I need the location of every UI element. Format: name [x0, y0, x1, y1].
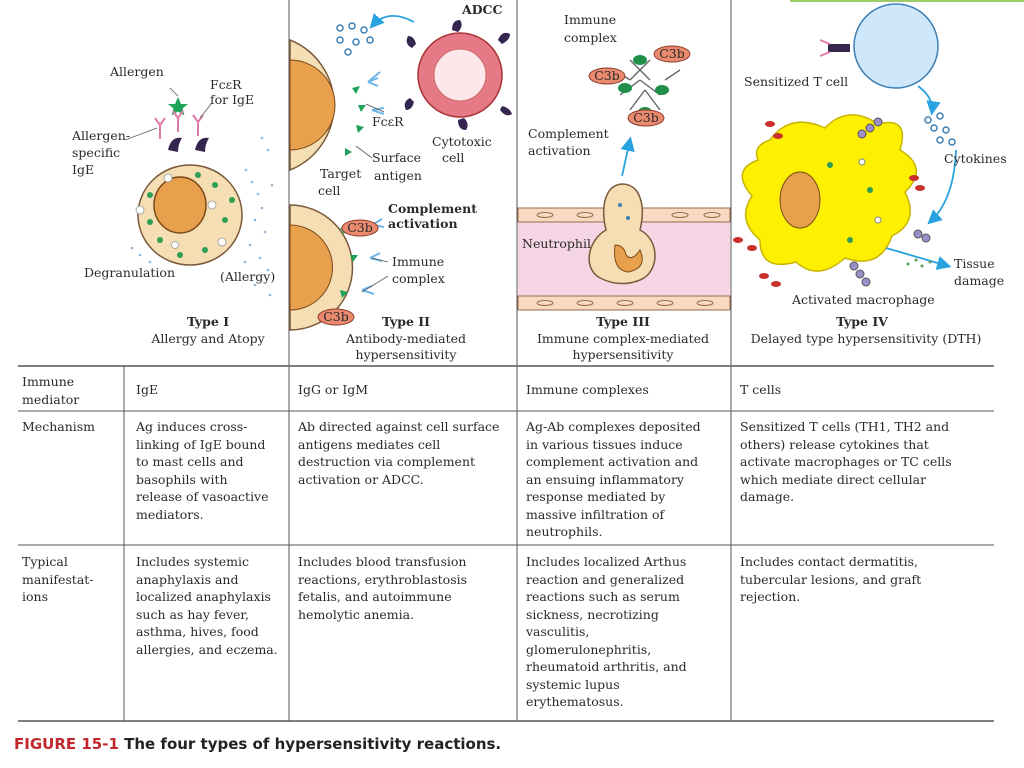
type4-panel: Sensitized T cell Cytokines Tissue damag… — [733, 3, 1007, 346]
degranulation-dots — [130, 136, 274, 297]
c3b-badge-2: C3b — [317, 308, 355, 326]
type3-title: Type III — [596, 314, 650, 329]
cytokine-dots — [924, 112, 956, 146]
table-cell: Sensitized T cells (TH1, TH2 and others)… — [740, 419, 952, 504]
target-cell — [289, 38, 354, 331]
for-ige-label: for IgE — [210, 92, 254, 107]
table-cell: Includes systemic anaphylaxis and locali… — [136, 554, 278, 657]
type2-title: Type II — [382, 314, 430, 329]
row-header-immune-mediator: Immune mediator — [22, 374, 80, 407]
type2-subtitle-1: Antibody-mediated — [345, 331, 466, 346]
granules — [336, 22, 374, 56]
tissue-damage-arrow — [885, 247, 952, 270]
adcc-label: ADCC — [461, 2, 502, 17]
type2-subtitle-2: hypersensitivity — [356, 347, 458, 362]
immune-complex-label-3: Immune — [564, 12, 616, 27]
c3b-badge-1: C3b — [341, 219, 379, 237]
allergen-specific-label-2: specific — [72, 145, 120, 160]
type4-subtitle: Delayed type hypersensitivity (DTH) — [751, 331, 982, 346]
table-cell: Ab directed against cell surface antigen… — [298, 419, 500, 487]
table-cell: Includes blood transfusion reactions, er… — [298, 554, 468, 622]
c3b-badge-3: C3b — [653, 45, 691, 63]
type2-panel: C3b C3b ADCC FcεR Cytotoxic cell Surface… — [289, 2, 512, 362]
complement-activation-label-1: Complement — [388, 201, 477, 216]
table-cell: Ag-Ab complexes deposited in various tis… — [526, 419, 701, 539]
c3b-badge-4: C3b — [588, 67, 626, 85]
type1-subtitle: Allergy and Atopy — [150, 331, 265, 346]
panel-dividers — [288, 0, 732, 365]
svg-text:C3b: C3b — [659, 46, 685, 61]
tcell-arrow — [917, 85, 941, 116]
row-header-manifestations: Typical manifestat- ions — [22, 554, 94, 604]
fcer-label: FcεR — [210, 77, 242, 92]
immune-complex-label-2: complex — [392, 271, 445, 286]
figure-caption: FIGURE 15-1 The four types of hypersensi… — [14, 735, 501, 753]
allergy-label: (Allergy) — [220, 269, 275, 284]
cytotoxic-cell — [404, 20, 512, 130]
c3b-badge-5: C3b — [627, 109, 665, 127]
neutrophil-label: Neutrophil — [522, 236, 591, 251]
fcer-label-2: FcεR — [372, 114, 404, 129]
svg-text:C3b: C3b — [323, 309, 349, 324]
table-cell: Immune complexes — [526, 382, 649, 397]
type3-subtitle-1: Immune complex-mediated — [537, 331, 709, 346]
tissue-damage-label-1: Tissue — [954, 256, 995, 271]
ige-antibody-icon — [154, 110, 204, 139]
immune-complex — [614, 55, 681, 117]
activated-macrophage-label: Activated macrophage — [791, 292, 935, 307]
tissue-damage-label-2: damage — [954, 273, 1004, 288]
figure-number: FIGURE 15-1 — [14, 735, 119, 753]
cytokine-bead-icon — [849, 117, 931, 287]
complement-label-4: activation — [528, 143, 591, 158]
surface-antigen-label-1: Surface — [372, 150, 421, 165]
complement-label-3: Complement — [528, 126, 609, 141]
svg-text:C3b: C3b — [347, 220, 373, 235]
immune-complex-label-4: complex — [564, 30, 617, 45]
sensitized-t-cell-label: Sensitized T cell — [744, 74, 848, 89]
figure-caption-text: The four types of hypersensitivity react… — [118, 735, 502, 753]
table-cell: IgG or IgM — [298, 382, 369, 397]
cytotoxic-label-1: Cytotoxic — [432, 134, 492, 149]
table-cell: IgE — [136, 382, 159, 397]
allergen-icon — [168, 97, 188, 116]
type1-title: Type I — [187, 314, 229, 329]
degranulation-label: Degranulation — [84, 265, 175, 280]
complement-arrow — [620, 136, 635, 177]
table-grid — [18, 365, 994, 722]
type3-panel: C3b C3b C3b Immune complex Complement ac… — [517, 12, 731, 362]
table-cell: Includes contact dermatitis, tubercular … — [740, 554, 922, 604]
type3-subtitle-2: hypersensitivity — [573, 347, 675, 362]
macrophage-receptor-icon — [733, 121, 925, 287]
surface-antigen-icon — [340, 86, 366, 298]
cytotoxic-label-2: cell — [442, 150, 464, 165]
table-cell: Ag induces cross- linking of IgE bound t… — [136, 419, 269, 522]
adcc-arrow — [369, 13, 415, 29]
mast-cell — [135, 164, 243, 266]
surface-antigen-label-2: antigen — [374, 168, 422, 183]
allergen-specific-label-1: Allergen- — [71, 128, 130, 143]
type1-panel: Allergen FcεR for IgE Allergen- specific… — [71, 64, 275, 346]
cytokine-arrow — [927, 149, 957, 225]
svg-text:C3b: C3b — [633, 110, 659, 125]
target-cell-label-2: cell — [318, 183, 340, 198]
t-cell — [819, 3, 939, 89]
allergen-specific-label-3: IgE — [72, 162, 94, 177]
row-header-mechanism: Mechanism — [22, 419, 96, 434]
immune-complex-label-1: Immune — [392, 254, 444, 269]
allergen-label: Allergen — [109, 64, 164, 79]
svg-text:C3b: C3b — [594, 68, 620, 83]
target-cell-label-1: Target — [320, 166, 361, 181]
activated-macrophage — [741, 114, 917, 272]
neutrophil — [588, 183, 656, 285]
type4-title: Type IV — [836, 314, 888, 329]
top-accent-line — [790, 0, 1024, 2]
cytokines-label: Cytokines — [944, 151, 1007, 166]
fcer-receptor-icon — [168, 137, 209, 152]
complement-activation-label-2: activation — [388, 216, 458, 231]
table-cell: T cells — [740, 382, 782, 397]
table-cell: Includes localized Arthus reaction and g… — [526, 554, 687, 709]
